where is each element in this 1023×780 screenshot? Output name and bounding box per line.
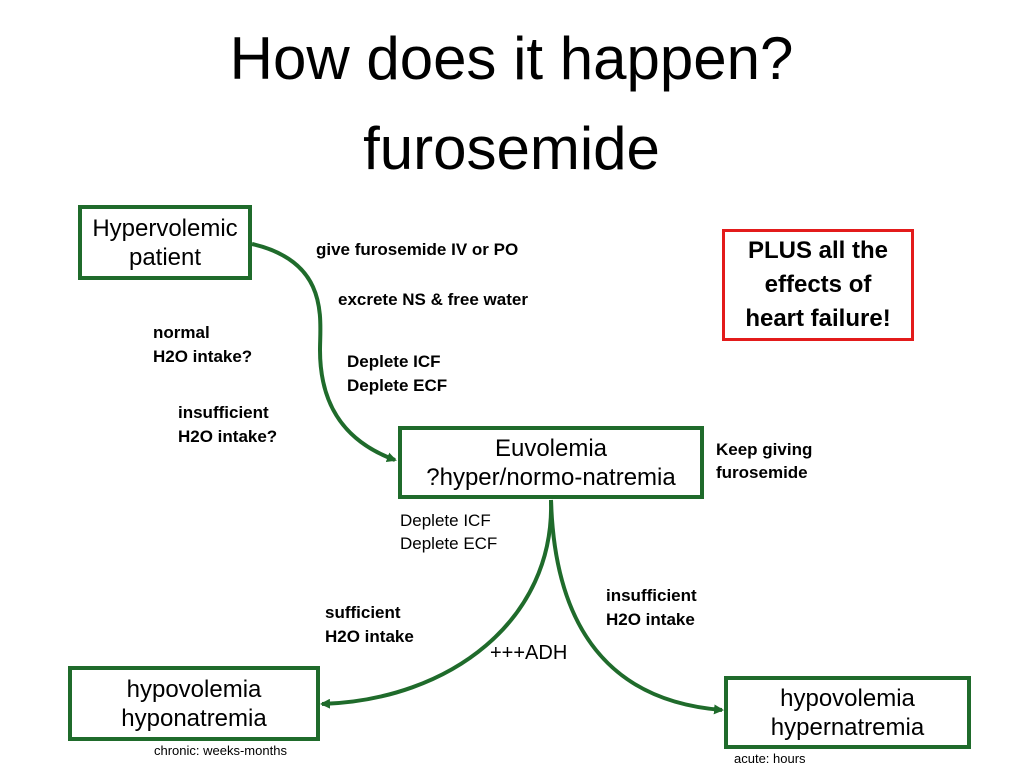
node-hypo-hyper-line2: hypernatremia [770,713,925,741]
label-insufficient-question-2: H2O intake? [178,427,278,446]
node-euvolemia: Euvolemia ?hyper/normo-natremia [398,426,704,499]
node-hypervolemic-line1: Hypervolemic [92,214,238,242]
node-euvolemia-line1: Euvolemia [494,434,608,462]
node-hypovolemia-hyponatremia: hypovolemia hyponatremia [68,666,320,741]
node-hypervolemic-line2: patient [128,243,202,271]
label-keep-giving-1: Keep giving [716,440,813,459]
node-hypovolemia-hypernatremia: hypovolemia hypernatremia [724,676,971,749]
label-insufficient-2: H2O intake [606,610,695,629]
label-acute: acute: hours [734,751,806,766]
label-excrete: excrete NS & free water [338,290,528,309]
slide-title-line2: furosemide [363,115,660,182]
label-keep-giving-2: furosemide [716,463,808,482]
label-insufficient-1: insufficient [606,586,697,605]
label-deplete-ecf-top: Deplete ECF [347,376,448,395]
callout-line1: PLUS all the [747,237,889,264]
label-normal-intake-1: normal [153,323,210,342]
slide-title-line1: How does it happen? [229,25,794,92]
callout-line2: effects of [764,271,872,298]
node-hypo-hyper-line1: hypovolemia [780,684,915,712]
arrow-hypervolemic-to-euvolemia [251,242,397,462]
heart-failure-callout: PLUS all the effects of heart failure! [722,229,914,341]
arrow-euvolemia-to-hypernatremia [549,499,724,715]
label-normal-intake-2: H2O intake? [153,347,253,366]
label-insufficient-question-1: insufficient [178,403,269,422]
label-sufficient-2: H2O intake [325,627,414,646]
label-deplete-ecf-mid: Deplete ECF [400,534,498,553]
callout-line3: heart failure! [745,305,891,332]
node-hypo-hypo-line1: hypovolemia [126,675,262,703]
node-hypo-hypo-line2: hyponatremia [121,704,267,732]
arrow-euvolemia-to-hyponatremia [320,499,554,709]
label-sufficient-1: sufficient [325,603,401,622]
label-deplete-icf-mid: Deplete ICF [400,511,491,530]
label-chronic: chronic: weeks-months [154,743,287,758]
label-give-furosemide: give furosemide IV or PO [316,240,519,259]
node-euvolemia-line2: ?hyper/normo-natremia [426,463,676,491]
label-deplete-icf-top: Deplete ICF [347,352,441,371]
label-adh: +++ADH [490,642,568,664]
node-hypervolemic-patient: Hypervolemic patient [78,205,252,280]
